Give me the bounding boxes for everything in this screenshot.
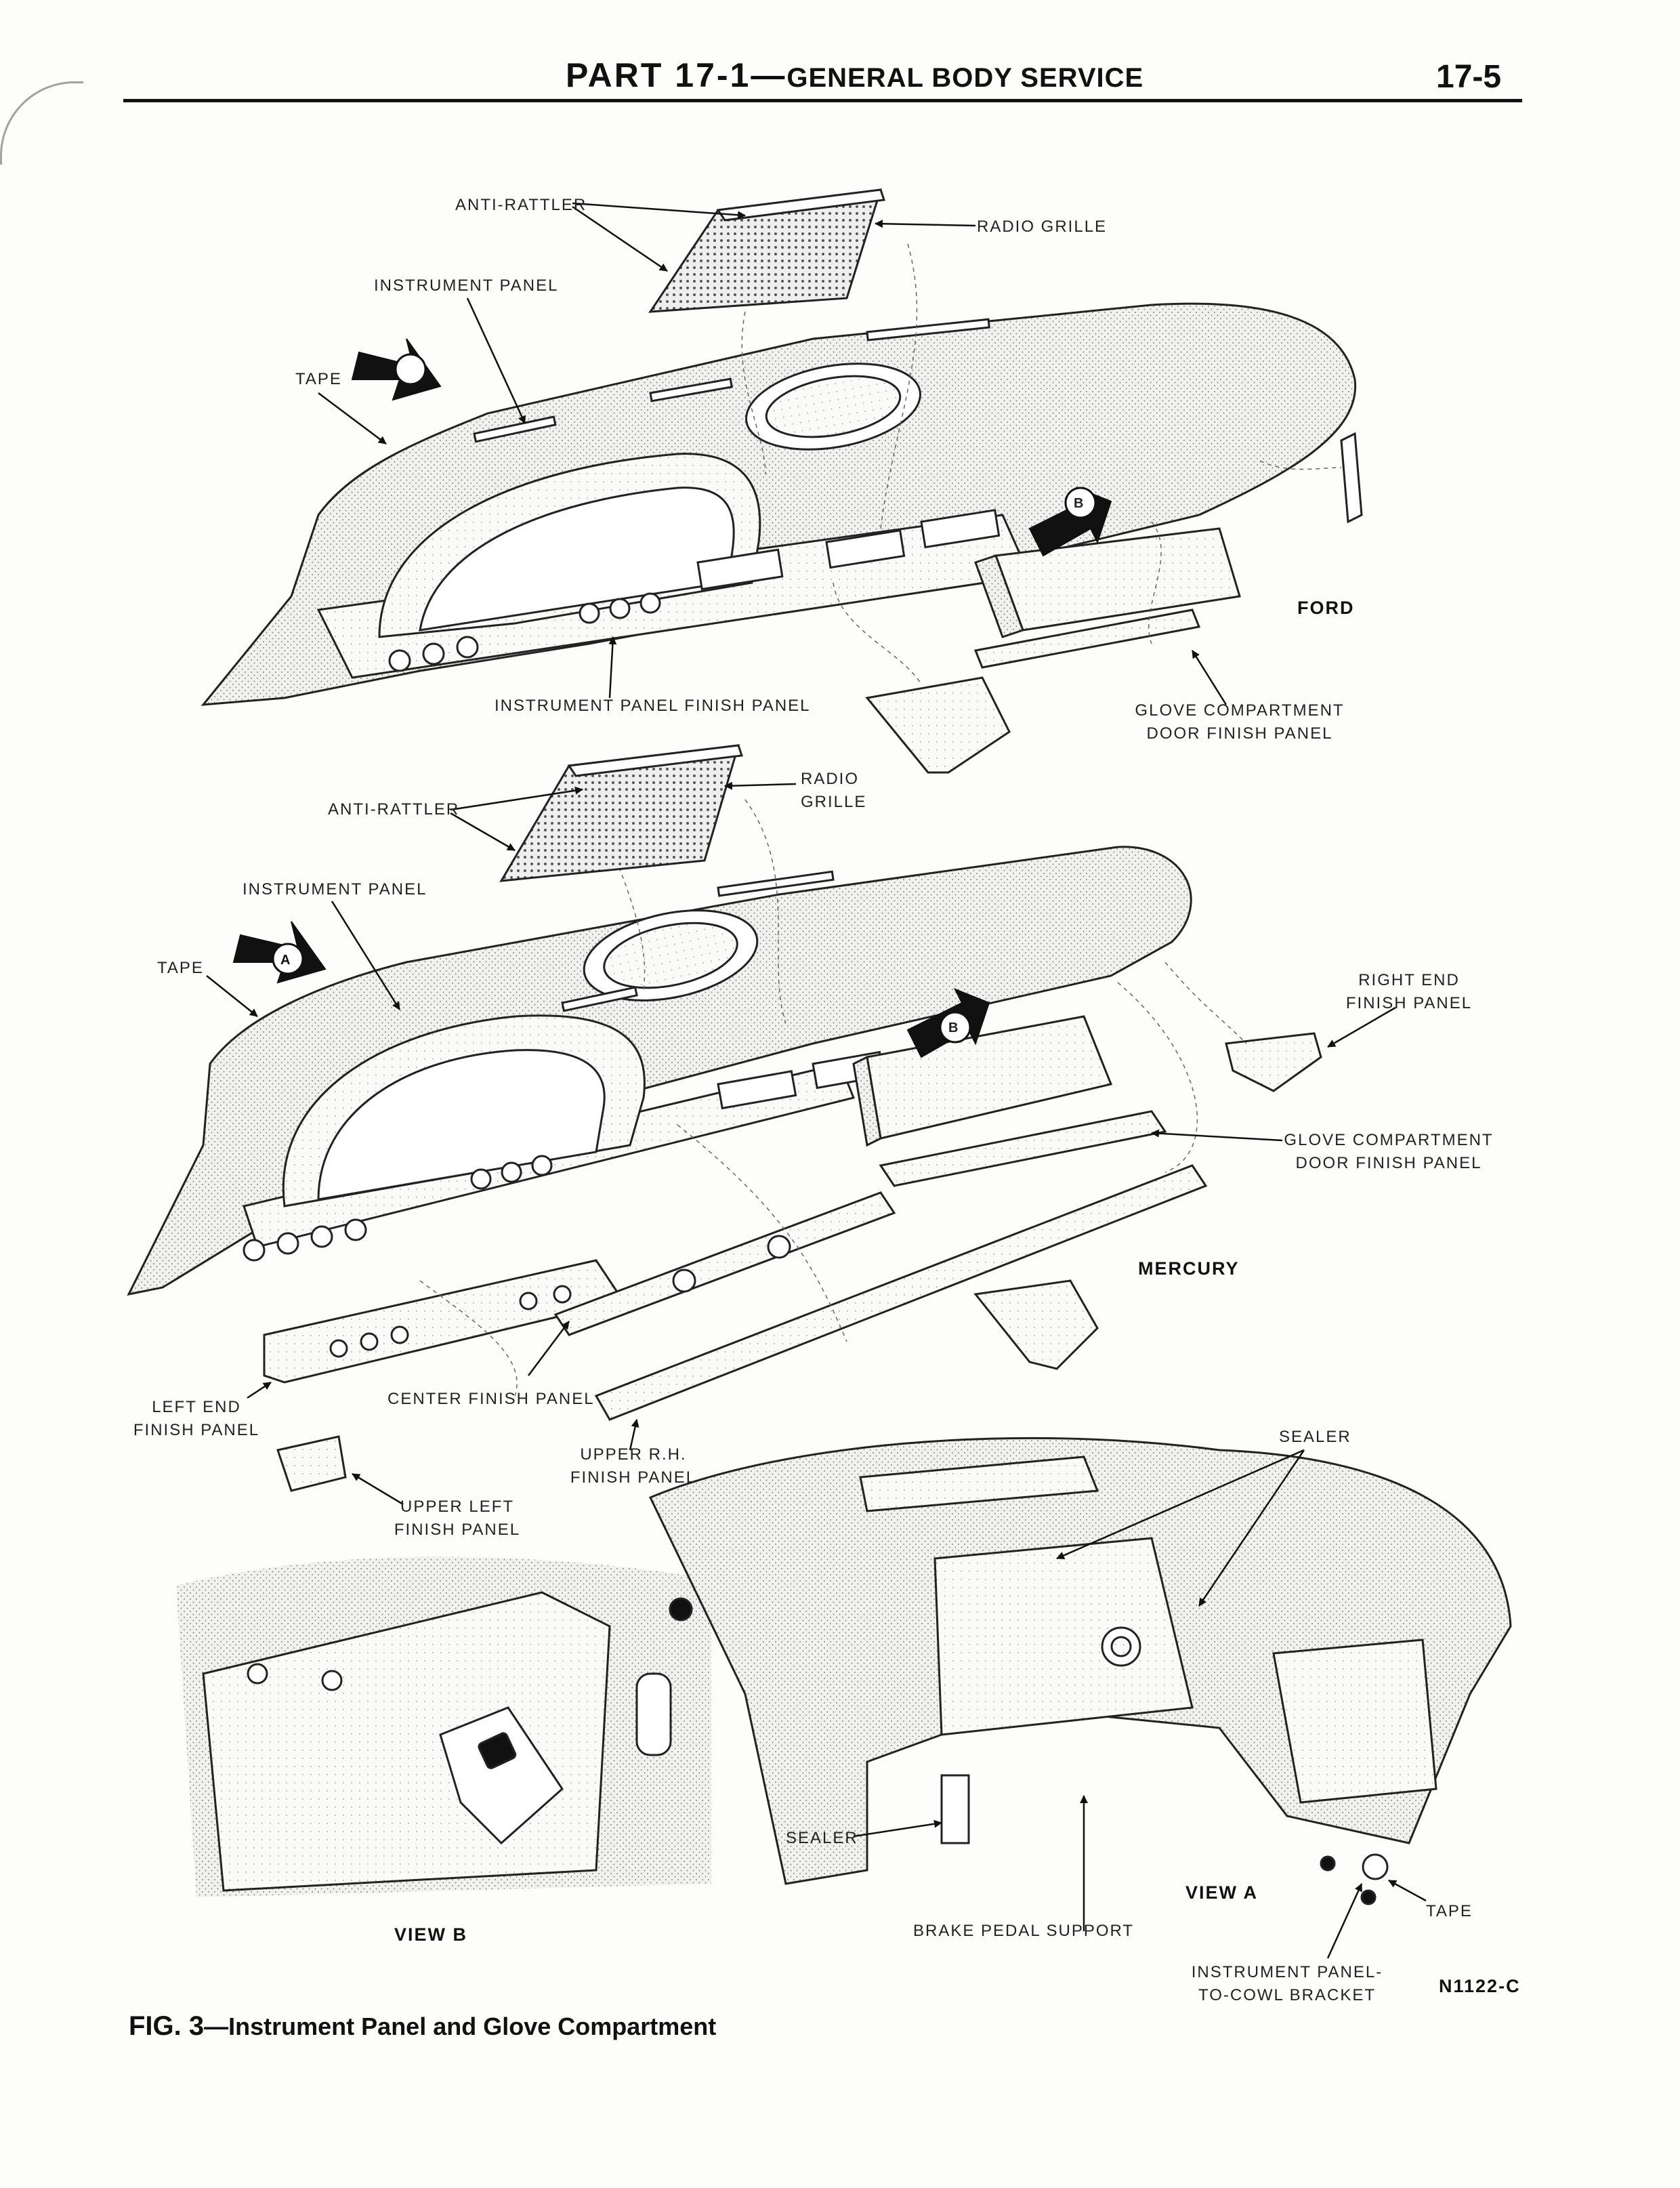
ford-instrument-panel-label: INSTRUMENT PANEL	[374, 276, 559, 295]
header-part: PART 17-1—GENERAL BODY SERVICE	[566, 56, 1143, 95]
view-a-sealer-label: SEALER	[1279, 1428, 1351, 1446]
page-number: 17-5	[1436, 59, 1502, 95]
ford-arrow-a-icon	[351, 338, 442, 401]
cowl-bracket-label: INSTRUMENT PANEL- TO-COWL BRACKET	[1191, 1963, 1383, 2004]
mercury-arrow-b-label: B	[948, 1020, 959, 1035]
ford-arrow-a-label: A	[402, 363, 413, 378]
view-a-sealer-left-label: SEALER	[786, 1829, 858, 1847]
ford-section-label: FORD	[1297, 598, 1355, 618]
view-a-tape-label: TAPE	[1426, 1902, 1473, 1920]
ford-tape-label: TAPE	[295, 370, 342, 388]
mercury-upper-left-label: UPPER LEFT FINISH PANEL	[394, 1498, 521, 1539]
figure-title: —Instrument Panel and Glove Compartment	[204, 2012, 717, 2040]
view-b-label: VIEW B	[394, 1924, 468, 1945]
mercury-left-end-label: LEFT END FINISH PANEL	[133, 1398, 260, 1439]
mercury-instrument-panel-label: INSTRUMENT PANEL	[243, 880, 427, 899]
mercury-radio-grille-drawing	[499, 744, 744, 882]
mercury-section-label: MERCURY	[1138, 1258, 1240, 1279]
view-b-drawing	[176, 1556, 711, 1897]
ford-radio-grille-label: RADIO GRILLE	[977, 218, 1108, 236]
view-a-label: VIEW A	[1185, 1882, 1259, 1903]
mercury-radio-grille-label: RADIO GRILLE	[801, 770, 867, 811]
header-part-number: PART 17-1	[566, 56, 751, 94]
figure-number: FIG. 3	[129, 2011, 205, 2041]
drawing-number: N1122-C	[1439, 1976, 1521, 1996]
ford-arrow-b-label: B	[1074, 496, 1084, 511]
header-section: GENERAL BODY SERVICE	[786, 63, 1144, 93]
ford-arrow-b-icon	[1028, 487, 1112, 557]
mercury-instrument-panel-drawing	[127, 799, 1322, 1492]
brake-pedal-support-label: BRAKE PEDAL SUPPORT	[913, 1922, 1135, 1940]
view-a-drawing	[648, 1437, 1512, 1905]
mercury-right-end-label: RIGHT END FINISH PANEL	[1345, 971, 1473, 1012]
ford-finish-panel-label: INSTRUMENT PANEL FINISH PANEL	[495, 697, 811, 715]
ford-anti-rattler-label: ANTI-RATTLER	[455, 196, 587, 214]
mercury-glove-finish-panel-label: GLOVE COMPARTMENT DOOR FINISH PANEL	[1284, 1131, 1494, 1172]
header-rule	[123, 99, 1522, 102]
mercury-center-finish-label: CENTER FINISH PANEL	[387, 1390, 595, 1408]
leader-lines	[206, 202, 1427, 1959]
mercury-arrow-a-label: A	[280, 953, 291, 968]
figure-caption: FIG. 3—Instrument Panel and Glove Compar…	[129, 2011, 716, 2042]
mercury-arrow-a-icon	[232, 921, 327, 984]
mercury-tape-label: TAPE	[157, 959, 204, 977]
header-dash: —	[751, 56, 787, 94]
mercury-arrow-b-icon	[906, 988, 990, 1058]
ford-instrument-panel-drawing	[201, 243, 1363, 774]
mercury-anti-rattler-label: ANTI-RATTLER	[328, 800, 460, 819]
ford-glove-finish-panel-label: GLOVE COMPARTMENT DOOR FINISH PANEL	[1135, 701, 1345, 743]
mercury-upper-rh-label: UPPER R.H. FINISH PANEL	[570, 1445, 697, 1487]
ford-radio-grille-drawing	[648, 188, 886, 313]
